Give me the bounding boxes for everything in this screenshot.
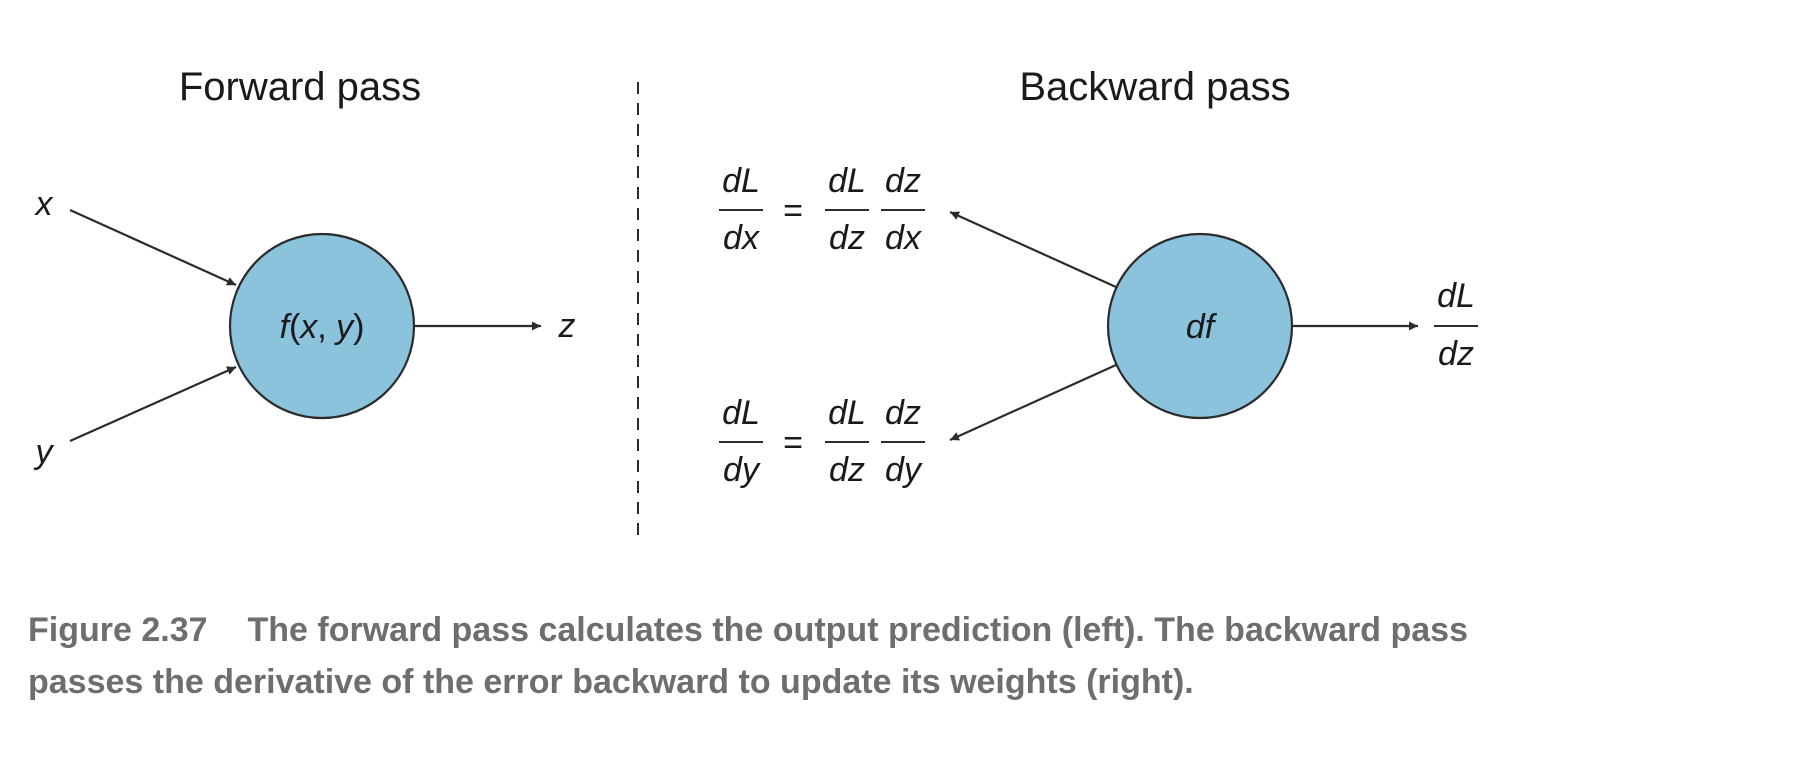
grad-y-lhs-num: dL [722,394,760,432]
grad-y-lhs-den: dy [723,451,761,489]
grad-x-f1-num: dL [828,162,866,200]
grad-x-lhs-den: dx [723,219,760,257]
grad-y-f1-num: dL [828,394,866,432]
grad-x-f1-den: dz [829,219,865,257]
grad-x-equals: = [783,192,803,230]
edge-x-to-f [69,208,237,287]
edge-df-to-grad-y [949,363,1117,442]
backprop-diagram: Forward pass Backward pass x y f(x, y) z… [34,65,1478,535]
caption-text: The forward pass calculates the output p… [28,611,1468,701]
grad-y-equation: dL dy = dL dz dz dy [719,394,925,489]
incoming-gradient: dL dz [1434,277,1478,373]
forward-node-label: f(x, y) [279,308,364,346]
grad-x-f2-den: dx [885,219,922,257]
output-z-label: z [558,307,576,345]
grad-x-f2-num: dz [885,162,921,200]
input-x-label: x [34,185,54,223]
input-y-label: y [34,433,55,471]
backward-pass-title: Backward pass [1019,65,1290,109]
forward-pass-title: Forward pass [179,65,421,109]
grad-x-lhs-num: dL [722,162,760,200]
edge-df-to-grad-x [949,210,1117,289]
grad-y-f1-den: dz [829,451,865,489]
grad-y-equals: = [783,424,803,462]
grad-y-f2-den: dy [885,451,923,489]
backward-node-label: df [1186,308,1218,346]
incoming-grad-num: dL [1437,277,1475,315]
incoming-grad-den: dz [1438,335,1474,373]
edge-y-to-f [69,365,237,443]
figure-label: Figure 2.37 [28,611,208,649]
grad-x-equation: dL dx = dL dz dz dx [719,162,925,257]
grad-y-f2-num: dz [885,394,921,432]
